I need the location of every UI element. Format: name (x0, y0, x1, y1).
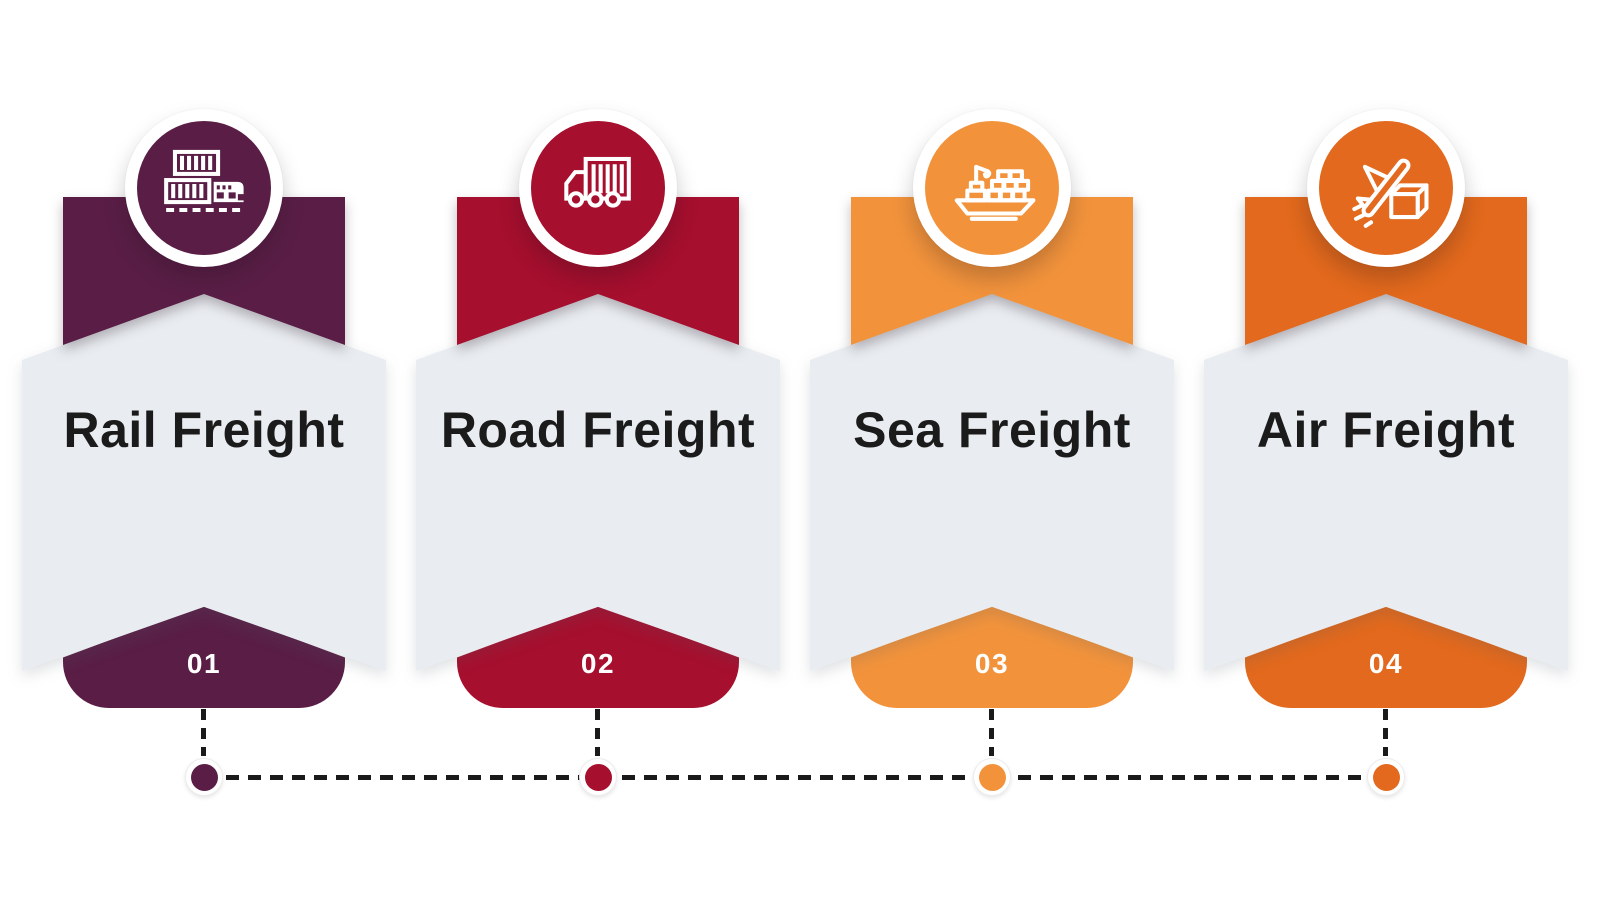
item-title: Air Freight (1256, 402, 1516, 458)
timeline (204, 775, 1386, 780)
arrow-panel (1204, 294, 1568, 671)
connector-line (989, 709, 994, 756)
arrow-panel (416, 294, 780, 671)
connector-line (201, 709, 206, 756)
step-number: 03 (974, 648, 1010, 679)
freight-column-rail: Rail Freight 01 (7, 0, 401, 898)
freight-column-sea: Sea Freight 03 (795, 0, 1189, 898)
connector-line (1383, 709, 1388, 756)
step-number: 04 (1368, 648, 1404, 679)
item-title: Rail Freight (63, 402, 345, 458)
icon-badge (1307, 109, 1465, 267)
freight-column-air: Air Freight 04 (1189, 0, 1583, 898)
freight-train-icon (164, 149, 244, 213)
icon-badge (913, 109, 1071, 267)
item-title: Road Freight (440, 402, 756, 458)
freight-column-road: Road Freight 02 (401, 0, 795, 898)
connector-line (595, 709, 600, 756)
icon-badge (519, 109, 677, 267)
item-title: Sea Freight (853, 402, 1131, 458)
cargo-truck-icon (564, 156, 631, 208)
step-number: 01 (186, 648, 222, 679)
timeline-dot (973, 758, 1011, 796)
step-number: 02 (580, 648, 616, 679)
timeline-dot (185, 758, 223, 796)
icon-badge (125, 109, 283, 267)
arrow-panel (22, 294, 386, 671)
airplane-package-icon (1352, 158, 1429, 228)
timeline-dot (1367, 758, 1405, 796)
arrow-panel (810, 294, 1174, 671)
cargo-ship-icon (954, 164, 1036, 221)
timeline-dot (579, 758, 617, 796)
